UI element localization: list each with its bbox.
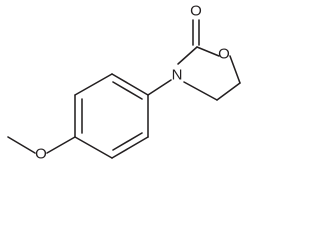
chemical-structure-diagram: O O N O: [7, 3, 241, 163]
c2-o1-bond: [196, 46, 220, 57]
oxazolidinone-ring: [177, 46, 241, 101]
o1-c5-bond: [229, 55, 241, 84]
ring-nitrogen-label: N: [172, 67, 183, 84]
carbonyl-oxygen-label: O: [190, 3, 202, 20]
methoxy-oxygen-label: O: [35, 146, 47, 163]
methoxy-group: [7, 136, 76, 154]
benzene-bond-1: [111, 73, 149, 96]
c4-n3-bond: [183, 81, 218, 101]
benzene-bond-4: [74, 136, 113, 159]
aryl-oxygen-bond: [46, 136, 76, 154]
benzene-ring: [74, 73, 149, 159]
carbonyl-group: [192, 19, 200, 46]
c2-n3-bond: [177, 46, 198, 65]
ring-oxygen-label: O: [218, 46, 230, 63]
n-aryl-bond: [147, 79, 172, 96]
benzene-inner-double-bond-3: [112, 132, 143, 151]
benzene-bond-2: [74, 73, 113, 96]
c5-c4-bond: [216, 82, 241, 101]
oxygen-methyl-bond: [7, 136, 36, 154]
benzene-inner-double-bond-1: [112, 81, 143, 100]
benzene-bond-5: [111, 136, 149, 159]
